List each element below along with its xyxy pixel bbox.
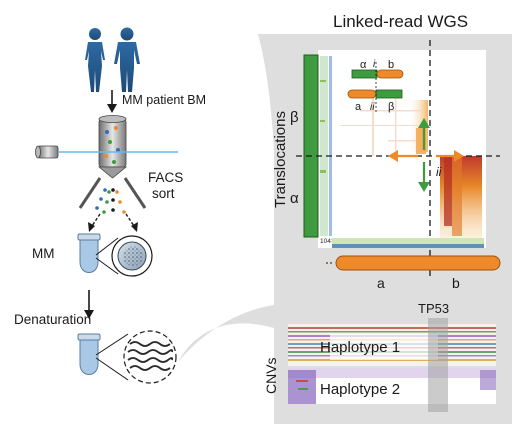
linked-read-title: Linked-read WGS xyxy=(333,12,468,31)
cnv-label: CNVs xyxy=(263,357,279,394)
translocation-schematic xyxy=(347,62,404,112)
step-mm-label: MM xyxy=(32,246,55,261)
tp53-highlight xyxy=(428,318,448,412)
bottom-a-label: a xyxy=(377,275,385,291)
cnv-haplotype-1-panel xyxy=(288,324,496,366)
breakpoint-ii-label: ii xyxy=(436,165,442,179)
schematic-b: b xyxy=(388,59,394,71)
schematic-beta: β xyxy=(388,101,394,113)
patients-icon xyxy=(85,27,140,92)
denaturation-tube-icon xyxy=(77,330,177,384)
schematic-i: i xyxy=(373,59,376,70)
chromosome-a-b-bar xyxy=(335,255,501,271)
arrow-to-denaturation xyxy=(84,290,94,319)
step-facs-label-2: sort xyxy=(152,186,175,201)
left-coverage-track xyxy=(320,56,332,236)
alpha-label-left: α xyxy=(290,190,299,207)
facs-sorter-icon xyxy=(35,115,178,232)
step-facs-label-1: FACS xyxy=(148,170,183,185)
step-denaturation-label: Denaturation xyxy=(14,312,91,327)
translocations-label: Translocations xyxy=(272,111,289,208)
schematic-ii: ii xyxy=(370,102,375,113)
step-bm-label: MM patient BM xyxy=(122,93,206,107)
mm-tube-icon xyxy=(77,233,153,277)
beta-label-left: β xyxy=(290,109,299,126)
arrow-to-facs xyxy=(107,90,117,113)
haplotype-1-label: Haplotype 1 xyxy=(320,339,400,356)
schematic-alpha: α xyxy=(360,59,367,71)
breakpoint-arrows xyxy=(388,118,464,192)
coverage-scale-label: 104× xyxy=(320,238,335,245)
schematic-a: a xyxy=(355,101,362,113)
bottom-coverage-track xyxy=(332,238,484,248)
haplotype-2-label: Haplotype 2 xyxy=(320,381,400,398)
heatmap-panel xyxy=(318,50,486,248)
cnv-haplotype-2-panel xyxy=(288,368,496,404)
tp53-label: TP53 xyxy=(418,301,449,316)
bottom-b-label: b xyxy=(452,275,460,291)
chromosome-alpha-beta-bar xyxy=(303,54,319,238)
